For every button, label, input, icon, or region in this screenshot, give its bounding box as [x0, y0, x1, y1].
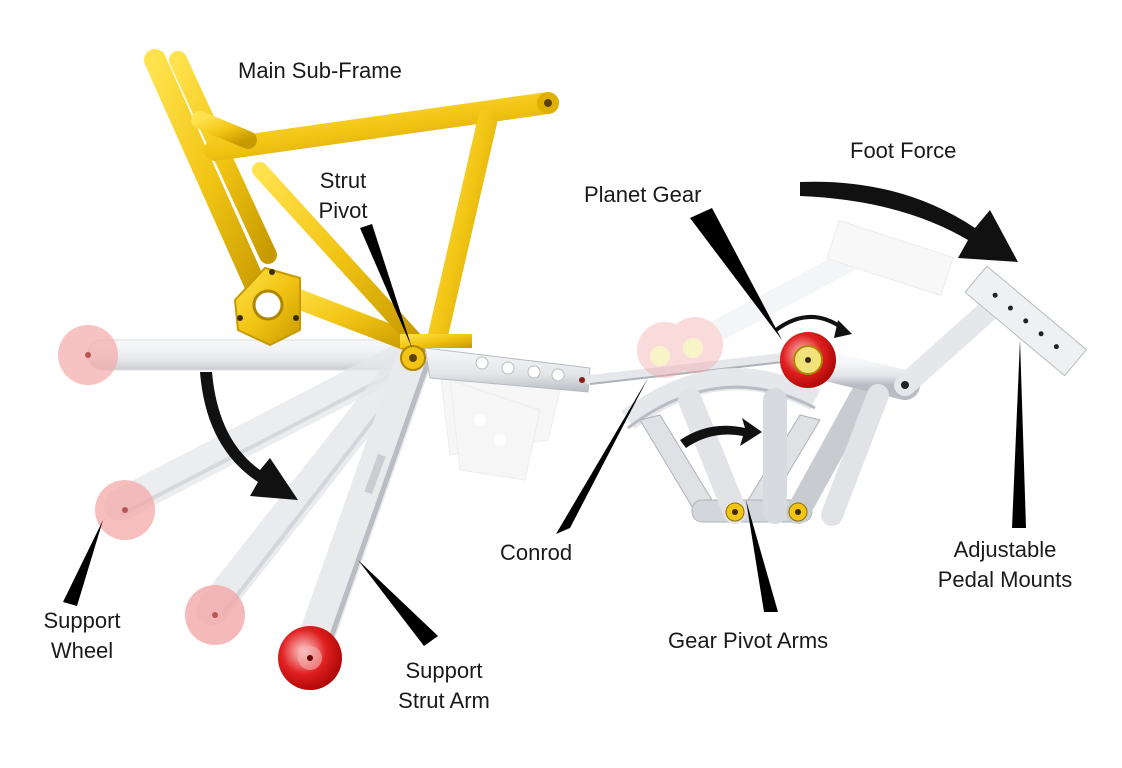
label-support-wheel-line2: Wheel [50, 638, 114, 663]
support-wheels [58, 325, 342, 690]
main-sub-frame [144, 49, 559, 371]
pointer-gear-pivot-arms [746, 500, 778, 612]
wheel-active [278, 626, 342, 690]
label-support-wheel: Support Wheel [30, 606, 134, 666]
pointer-strut-pivot [360, 224, 412, 348]
label-planet-gear-text: Planet Gear [584, 182, 702, 207]
pointer-lines [63, 208, 1026, 646]
gear-housing [621, 219, 954, 524]
strut-arm-active [294, 342, 432, 668]
label-pedal-mounts-line2: Pedal Mounts [937, 567, 1073, 592]
support-strut-arms [87, 339, 432, 668]
label-strut-pivot-line1: Strut [319, 168, 367, 193]
pointer-support-strut-arm [358, 560, 438, 646]
label-support-strut-arm-line2: Strut Arm [398, 688, 490, 713]
label-support-wheel-line1: Support [43, 608, 121, 633]
wheel-ghost-2 [95, 480, 155, 540]
label-gear-pivot-arms-text: Gear Pivot Arms [668, 628, 829, 653]
drive-linkage [424, 347, 805, 481]
label-foot-force-text: Foot Force [850, 138, 957, 163]
strut-arm-ghost-2 [104, 339, 426, 521]
label-conrod-text: Conrod [500, 540, 573, 565]
pointer-pedal-mounts [1012, 340, 1026, 528]
label-adjustable-pedal-mounts: Adjustable Pedal Mounts [920, 535, 1090, 595]
label-planet-gear: Planet Gear [584, 180, 701, 210]
label-conrod: Conrod [500, 538, 572, 568]
pointer-planet-gear [690, 208, 782, 340]
label-support-strut-arm: Support Strut Arm [382, 656, 506, 716]
wheel-ghost-1 [58, 325, 118, 385]
pointer-conrod [556, 378, 648, 534]
label-strut-pivot: Strut Pivot [308, 166, 378, 226]
pedal-mount-plate [964, 265, 1088, 377]
label-main-sub-frame-text: Main Sub-Frame [238, 58, 402, 83]
foot-force-arrow [800, 181, 1018, 262]
label-strut-pivot-line2: Pivot [318, 198, 368, 223]
label-support-strut-arm-line1: Support [405, 658, 483, 683]
planet-gear [774, 315, 852, 388]
swing-arrow [200, 372, 298, 500]
label-pedal-mounts-line1: Adjustable [953, 537, 1057, 562]
wheel-ghost-3 [185, 585, 245, 645]
label-main-sub-frame: Main Sub-Frame [238, 56, 402, 86]
label-gear-pivot-arms: Gear Pivot Arms [668, 626, 828, 656]
pointer-support-wheel [63, 520, 103, 606]
label-foot-force: Foot Force [850, 136, 956, 166]
